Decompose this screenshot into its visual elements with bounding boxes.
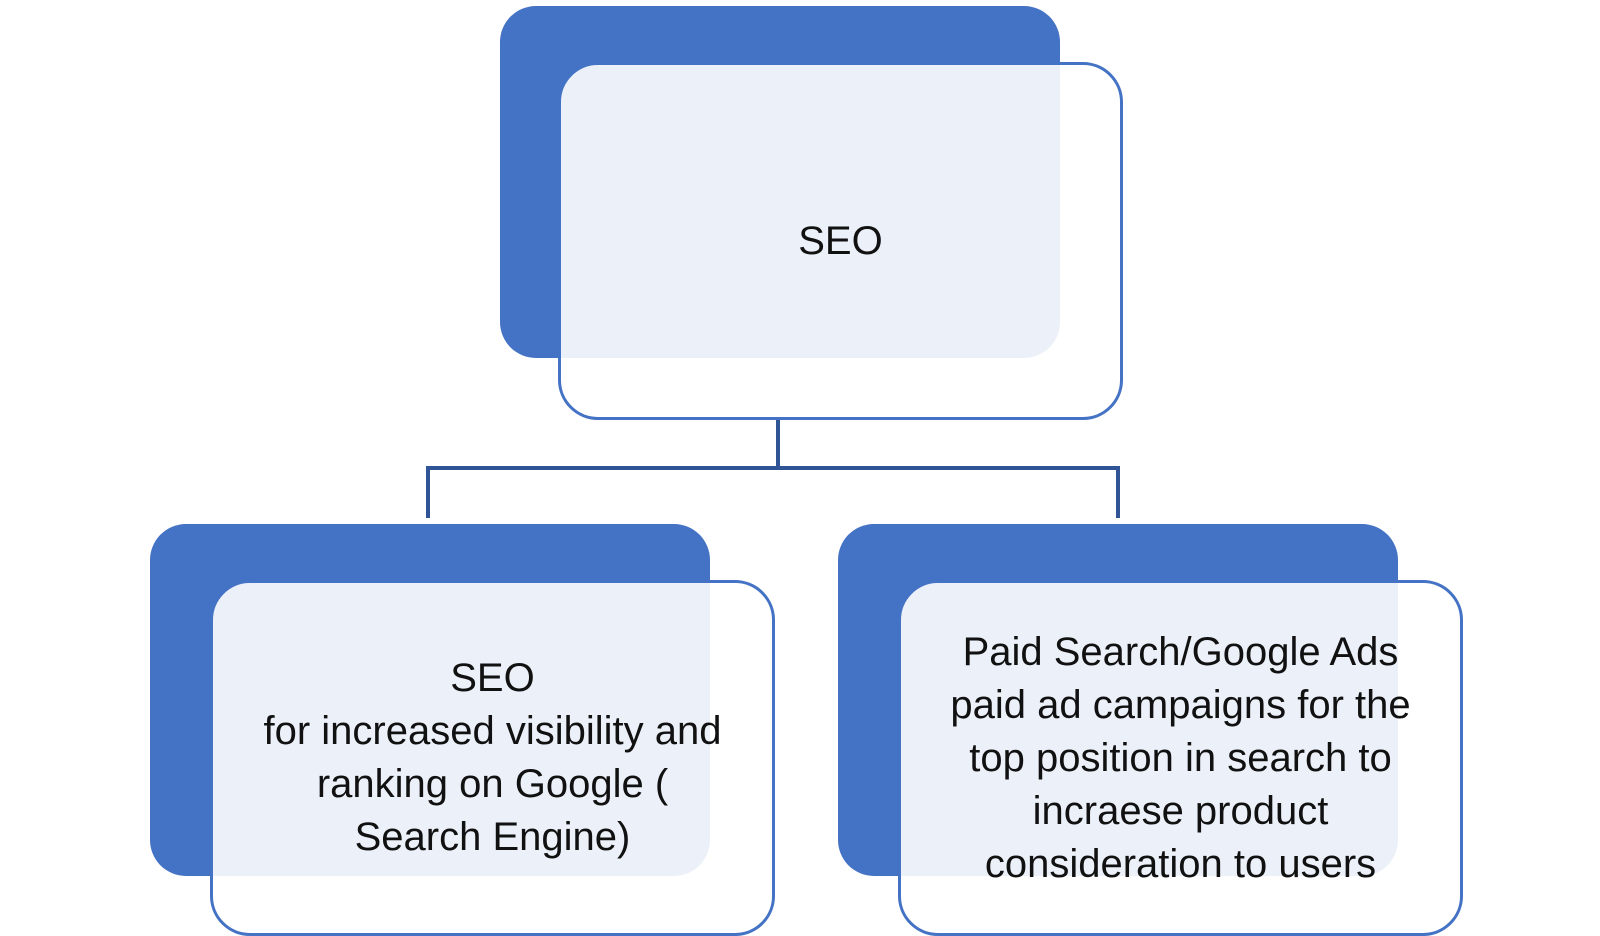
right-node-label: Paid Search/Google Ads paid ad campaigns… [950, 629, 1411, 886]
connector-horizontal [426, 466, 1120, 470]
left-node-card: SEO for increased visibility and ranking… [210, 580, 775, 936]
root-node-card: SEO [558, 62, 1123, 420]
connector-left-drop [426, 466, 430, 518]
left-node-label: SEO for increased visibility and ranking… [263, 656, 722, 859]
connector-root-stem [776, 420, 780, 468]
root-node-label: SEO [798, 218, 883, 263]
right-node-card: Paid Search/Google Ads paid ad campaigns… [898, 580, 1463, 936]
connector-right-drop [1116, 466, 1120, 518]
